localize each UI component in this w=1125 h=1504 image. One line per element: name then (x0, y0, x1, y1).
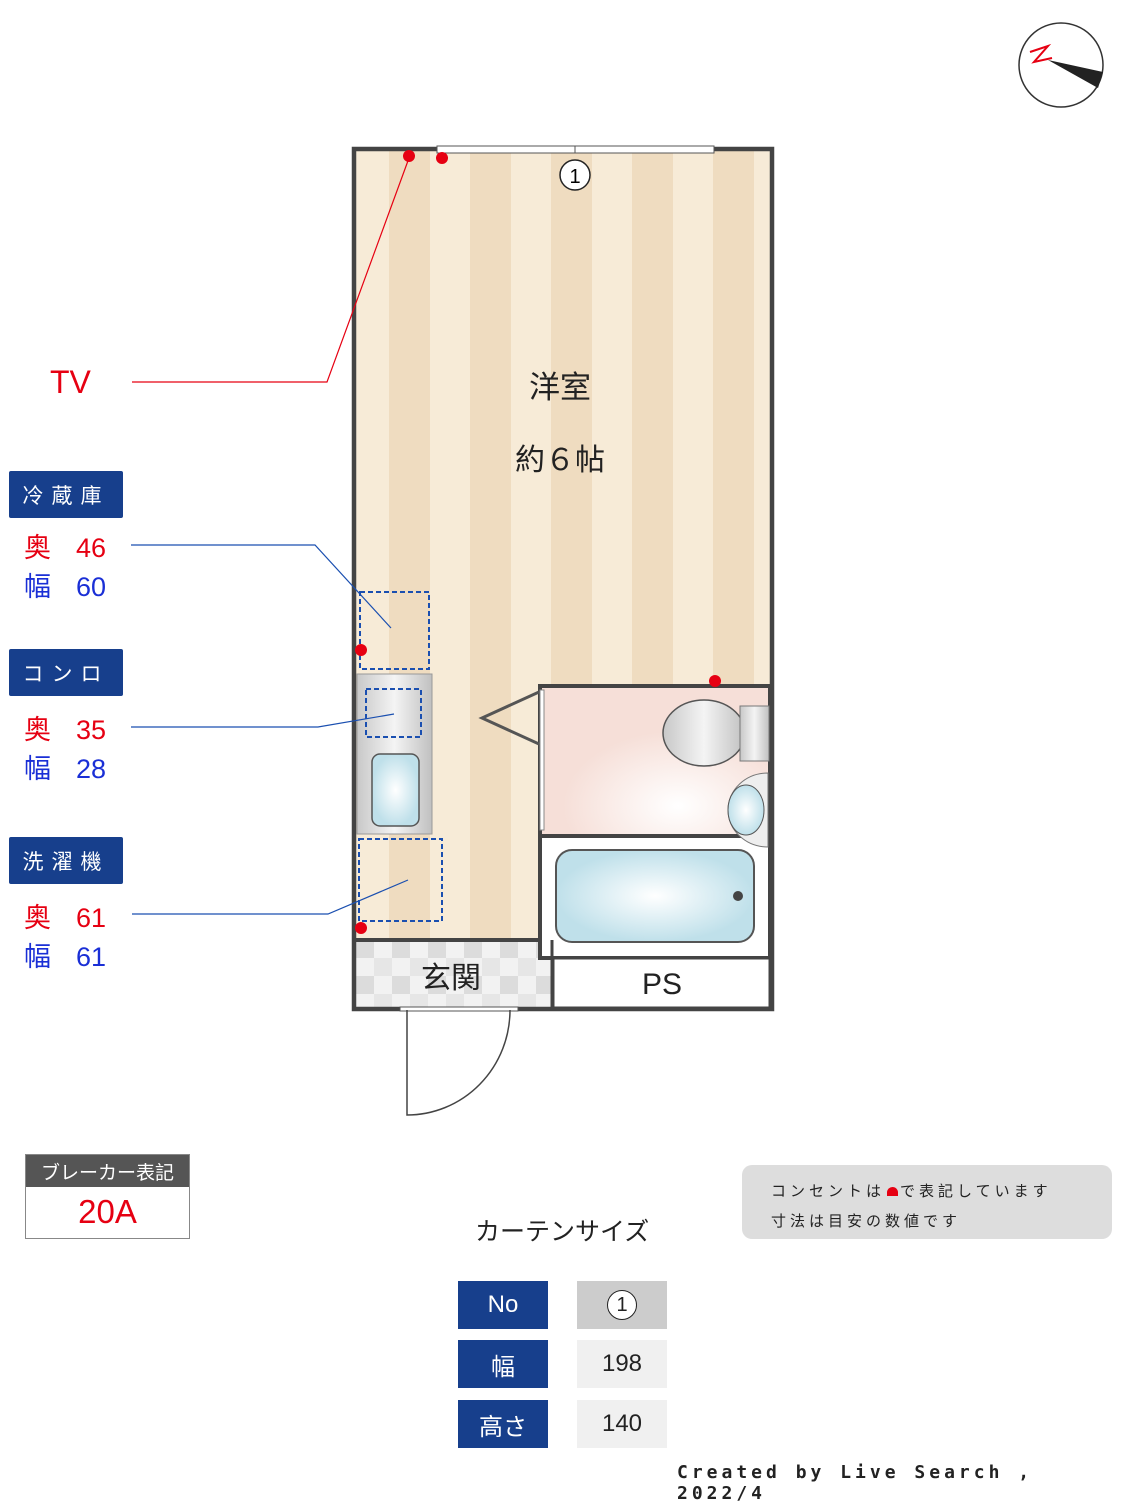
entrance-label: 玄関 (421, 961, 481, 996)
curtain-header-width: 幅 (458, 1340, 548, 1388)
bathtub (555, 849, 755, 943)
curtain-header-height: 高さ (458, 1400, 548, 1448)
ps-label: PS (642, 968, 682, 1001)
entrance-door (406, 1009, 511, 1116)
fridge-space (359, 591, 430, 670)
washer-label: 洗濯機 (9, 837, 123, 884)
room-size: 約６帖 (515, 443, 605, 478)
breaker-title: ブレーカー表記 (26, 1155, 189, 1187)
outlet-dot-icon (887, 1187, 899, 1196)
curtain-value-width: 198 (577, 1340, 667, 1388)
outlet-markers (355, 150, 721, 934)
tv-outlet-label: TV (50, 364, 91, 400)
breaker-box: ブレーカー表記 20A (25, 1154, 190, 1239)
fridge-label: 冷蔵庫 (9, 471, 123, 518)
notes-box: コンセントはで表記しています 寸法は目安の数値です (742, 1165, 1112, 1239)
washbasin (727, 784, 765, 836)
curtain-value-no: 1 (577, 1281, 667, 1329)
curtain-value-height: 140 (577, 1400, 667, 1448)
curtain-header-no: No (458, 1281, 548, 1329)
room-name: 洋室 (529, 370, 591, 406)
stove-space (365, 688, 422, 738)
window-number: 1 (569, 166, 580, 188)
breaker-value: 20A (78, 1193, 137, 1230)
credit-text: Created by Live Search , 2022/4 (677, 1462, 1034, 1504)
stove-label: コンロ (9, 649, 123, 696)
entrance-floor (356, 940, 552, 1008)
curtain-size-title: カーテンサイズ (475, 1217, 650, 1246)
sink (371, 753, 420, 827)
north-compass-icon (1018, 22, 1104, 108)
toilet (662, 699, 746, 767)
washer-space (358, 838, 443, 922)
